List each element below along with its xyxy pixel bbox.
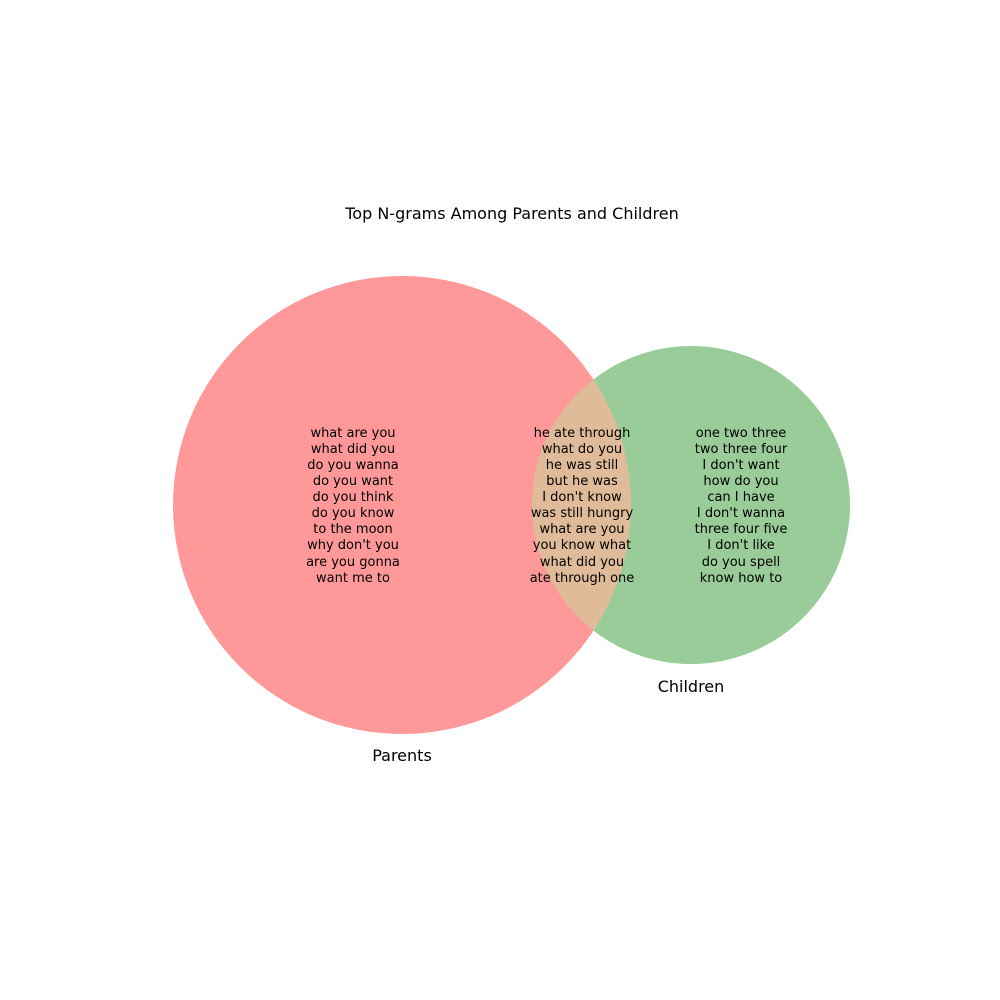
ngram-label: want me to — [316, 571, 390, 586]
ngram-label: but he was — [546, 474, 618, 489]
shared-ngrams: he ate through what do you he was still … — [530, 426, 635, 586]
ngram-label: was still hungry — [531, 506, 634, 521]
ngram-label: he ate through — [534, 426, 631, 441]
ngram-label: I don't know — [542, 490, 622, 505]
ngram-label: what are you — [310, 426, 395, 441]
parents-circle — [173, 276, 631, 734]
ngram-label: ate through one — [530, 571, 635, 586]
ngram-label: three four five — [695, 522, 788, 537]
ngram-label: do you spell — [702, 555, 781, 570]
ngram-label: know how to — [700, 571, 783, 586]
ngram-label: how do you — [703, 474, 778, 489]
ngram-label: what did you — [540, 555, 624, 570]
ngram-label: why don't you — [307, 538, 399, 553]
ngram-label: are you gonna — [306, 555, 400, 570]
overlap-region — [532, 346, 631, 664]
ngram-label: what are you — [539, 522, 624, 537]
ngram-label: to the moon — [313, 522, 392, 537]
diagram-title: Top N-grams Among Parents and Children — [344, 204, 678, 223]
ngram-label: one two three — [696, 426, 787, 441]
ngram-label: do you wanna — [307, 458, 398, 473]
ngram-label: can I have — [707, 490, 774, 505]
ngram-label: two three four — [695, 442, 788, 457]
ngram-label: what did you — [311, 442, 395, 457]
parents-set-label: Parents — [372, 746, 432, 765]
ngram-label: I don't want — [702, 458, 779, 473]
ngram-label: do you know — [312, 506, 395, 521]
parents-only-ngrams: what are you what did you do you wanna d… — [306, 426, 400, 586]
ngram-label: do you think — [312, 490, 394, 505]
children-set-label: Children — [658, 677, 725, 696]
ngram-label: you know what — [533, 538, 631, 553]
ngram-label: do you want — [313, 474, 393, 489]
ngram-label: what do you — [542, 442, 622, 457]
ngram-label: I don't wanna — [697, 506, 785, 521]
children-only-ngrams: one two three two three four I don't wan… — [695, 426, 788, 586]
ngram-label: I don't like — [707, 538, 775, 553]
ngram-label: he was still — [546, 458, 619, 473]
